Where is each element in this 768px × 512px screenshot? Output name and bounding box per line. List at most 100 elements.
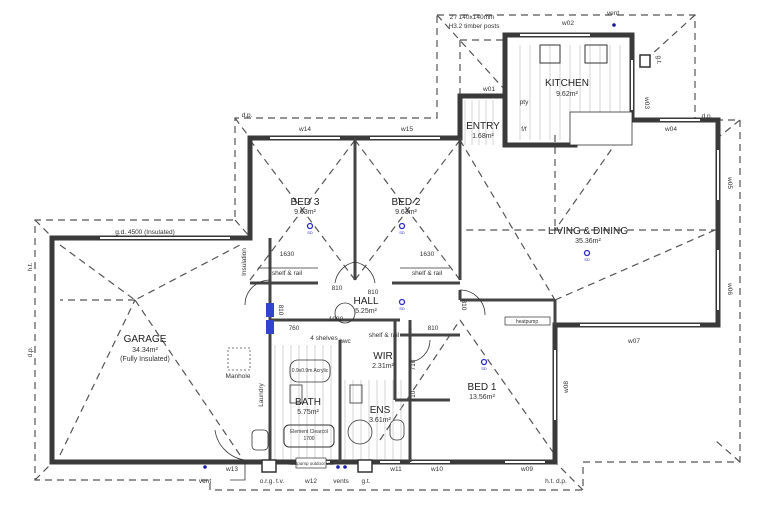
smoke-detector-icon xyxy=(583,249,591,257)
window-w12: w12 xyxy=(304,478,317,485)
bed2-label: BED 2 xyxy=(392,197,421,208)
living-label: LIVING & DINING xyxy=(548,226,628,237)
smoke-detector-icon xyxy=(398,222,406,230)
window-w04: w04 xyxy=(664,126,677,133)
hall-area: 5.25m² xyxy=(355,308,377,315)
smoke-detector-icon xyxy=(306,222,314,230)
ens-vanity-icon xyxy=(349,384,363,404)
ens-area: 3.61m² xyxy=(369,417,391,424)
bath-area: 5.75m² xyxy=(297,409,319,416)
garage-note: (Fully Insulated) xyxy=(120,356,170,363)
posts-note: 2 / 140x140mm xyxy=(450,14,495,21)
heatpump-unit-label: heatpump outdoor unit xyxy=(288,461,334,466)
interior-walls xyxy=(214,138,557,481)
shelf-rail-label: shelf & rail xyxy=(412,270,443,277)
window-w07: w07 xyxy=(627,338,640,345)
kitchen-sink-icon xyxy=(539,44,561,64)
floor-hatching xyxy=(274,45,621,460)
living-area: 35.36m² xyxy=(575,238,601,245)
dimension-label: 1630 xyxy=(280,251,295,258)
garage-door-label: g.d. 4500 (Insulated) xyxy=(115,229,175,236)
manhole-label: Manhole xyxy=(226,373,251,380)
vanity-icon xyxy=(289,384,303,404)
vent-icon xyxy=(612,23,616,27)
window-w06: w06 xyxy=(726,282,733,295)
roof-outline xyxy=(34,14,741,491)
downpipe-label: d.p. xyxy=(27,346,34,357)
bathtub-size: 1700 xyxy=(303,436,314,442)
ens-label: ENS xyxy=(370,405,391,416)
dimension-label: 710 xyxy=(410,390,417,401)
gully-trap-label: g.t. xyxy=(655,55,662,64)
cooktop-icon xyxy=(584,44,608,64)
bath-label: BATH xyxy=(295,397,321,408)
dimension-label: 760 xyxy=(289,325,300,332)
laundry-appliance-icon xyxy=(266,320,274,334)
room-labels: KITCHEN 9.62m² ENTRY 1.68m² BED 3 9.63m²… xyxy=(120,78,628,424)
dimension-label: 1080 xyxy=(329,316,344,323)
dimension-label: 810 xyxy=(368,289,379,296)
dimension-label: 810 xyxy=(460,300,467,311)
window-w05: w05 xyxy=(726,176,733,189)
fridge-label: f/f xyxy=(521,126,527,133)
smoke-detector-icon xyxy=(480,358,488,366)
dimension-label: 810 xyxy=(428,325,439,332)
window-w14: w14 xyxy=(298,126,311,133)
smoke-detector-label: SD xyxy=(399,306,405,311)
heatpump-icon xyxy=(504,316,551,326)
org-tv-icon xyxy=(261,459,277,473)
window-w10: w10 xyxy=(430,466,443,473)
posts-note-2: H3.2 timber posts xyxy=(449,23,501,30)
dimension-label: 810 xyxy=(277,305,284,316)
bathtub-icon xyxy=(283,424,335,448)
dimension-label: 810 xyxy=(332,285,343,292)
vents-label: vents xyxy=(333,478,349,485)
bed1-label: BED 1 xyxy=(468,382,497,393)
dimension-label: 1630 xyxy=(420,251,435,258)
smoke-detector-icon xyxy=(398,298,406,306)
window-w03: w03 xyxy=(643,96,650,109)
bathtub-label: Element Clearcol xyxy=(290,429,328,435)
window-w11: w11 xyxy=(389,466,402,473)
laundry-label: Laundry xyxy=(258,383,265,407)
bed3-label: BED 3 xyxy=(291,197,320,208)
wir-area: 2.31m² xyxy=(372,363,394,370)
window-w02: w02 xyxy=(561,20,574,27)
dimension-label: 710 xyxy=(410,359,417,370)
gully-trap-icon xyxy=(639,54,651,68)
gully-trap-label: g.t. xyxy=(361,478,370,485)
hall-label: HALL xyxy=(353,296,378,307)
shower-icon xyxy=(347,419,373,445)
smoke-detector-label: SD xyxy=(584,257,590,262)
vent-icon xyxy=(336,465,340,469)
shelf-rail-label: shelf & rail xyxy=(272,270,303,277)
heatpump-label: heatpump xyxy=(516,319,538,325)
window-w13: w13 xyxy=(225,466,238,473)
shower-tray-icon xyxy=(289,359,331,383)
entry-label: ENTRY xyxy=(466,121,500,132)
downpipe-label: d.p. xyxy=(702,113,713,120)
garage-area: 34.34m² xyxy=(132,347,158,354)
hwc-icon xyxy=(334,302,356,324)
hwc-label: hwc xyxy=(339,338,351,345)
shower-label: 0.9x0.9m Acrylic xyxy=(292,368,329,374)
toilet-icon xyxy=(389,419,405,441)
window-w01: w01 xyxy=(482,86,495,93)
insulation-label: Insulation xyxy=(241,248,248,276)
vent-icon xyxy=(203,465,207,469)
hose-tap-label: h.t. xyxy=(27,262,34,271)
shelves-label: 4 shelves xyxy=(310,335,338,342)
smoke-detector-label: SD xyxy=(307,230,313,235)
org-tv-label: o.r.g. t.v. xyxy=(260,478,285,485)
window-w15: w15 xyxy=(400,126,413,133)
window-w08: w08 xyxy=(563,381,570,394)
annotations: 2 / 140x140mm H3.2 timber posts vent w02… xyxy=(27,10,733,485)
gully-trap-icon xyxy=(357,459,373,473)
bed1-area: 13.56m² xyxy=(469,394,495,401)
laundry-appliance-icon xyxy=(266,303,274,317)
garage-label: GARAGE xyxy=(124,334,167,345)
hose-tap-downpipe-label: h.t. d.p. xyxy=(545,478,567,485)
bench-icon xyxy=(569,111,633,146)
wir-label: WIR xyxy=(373,351,392,362)
vent-label: vent xyxy=(199,478,211,485)
